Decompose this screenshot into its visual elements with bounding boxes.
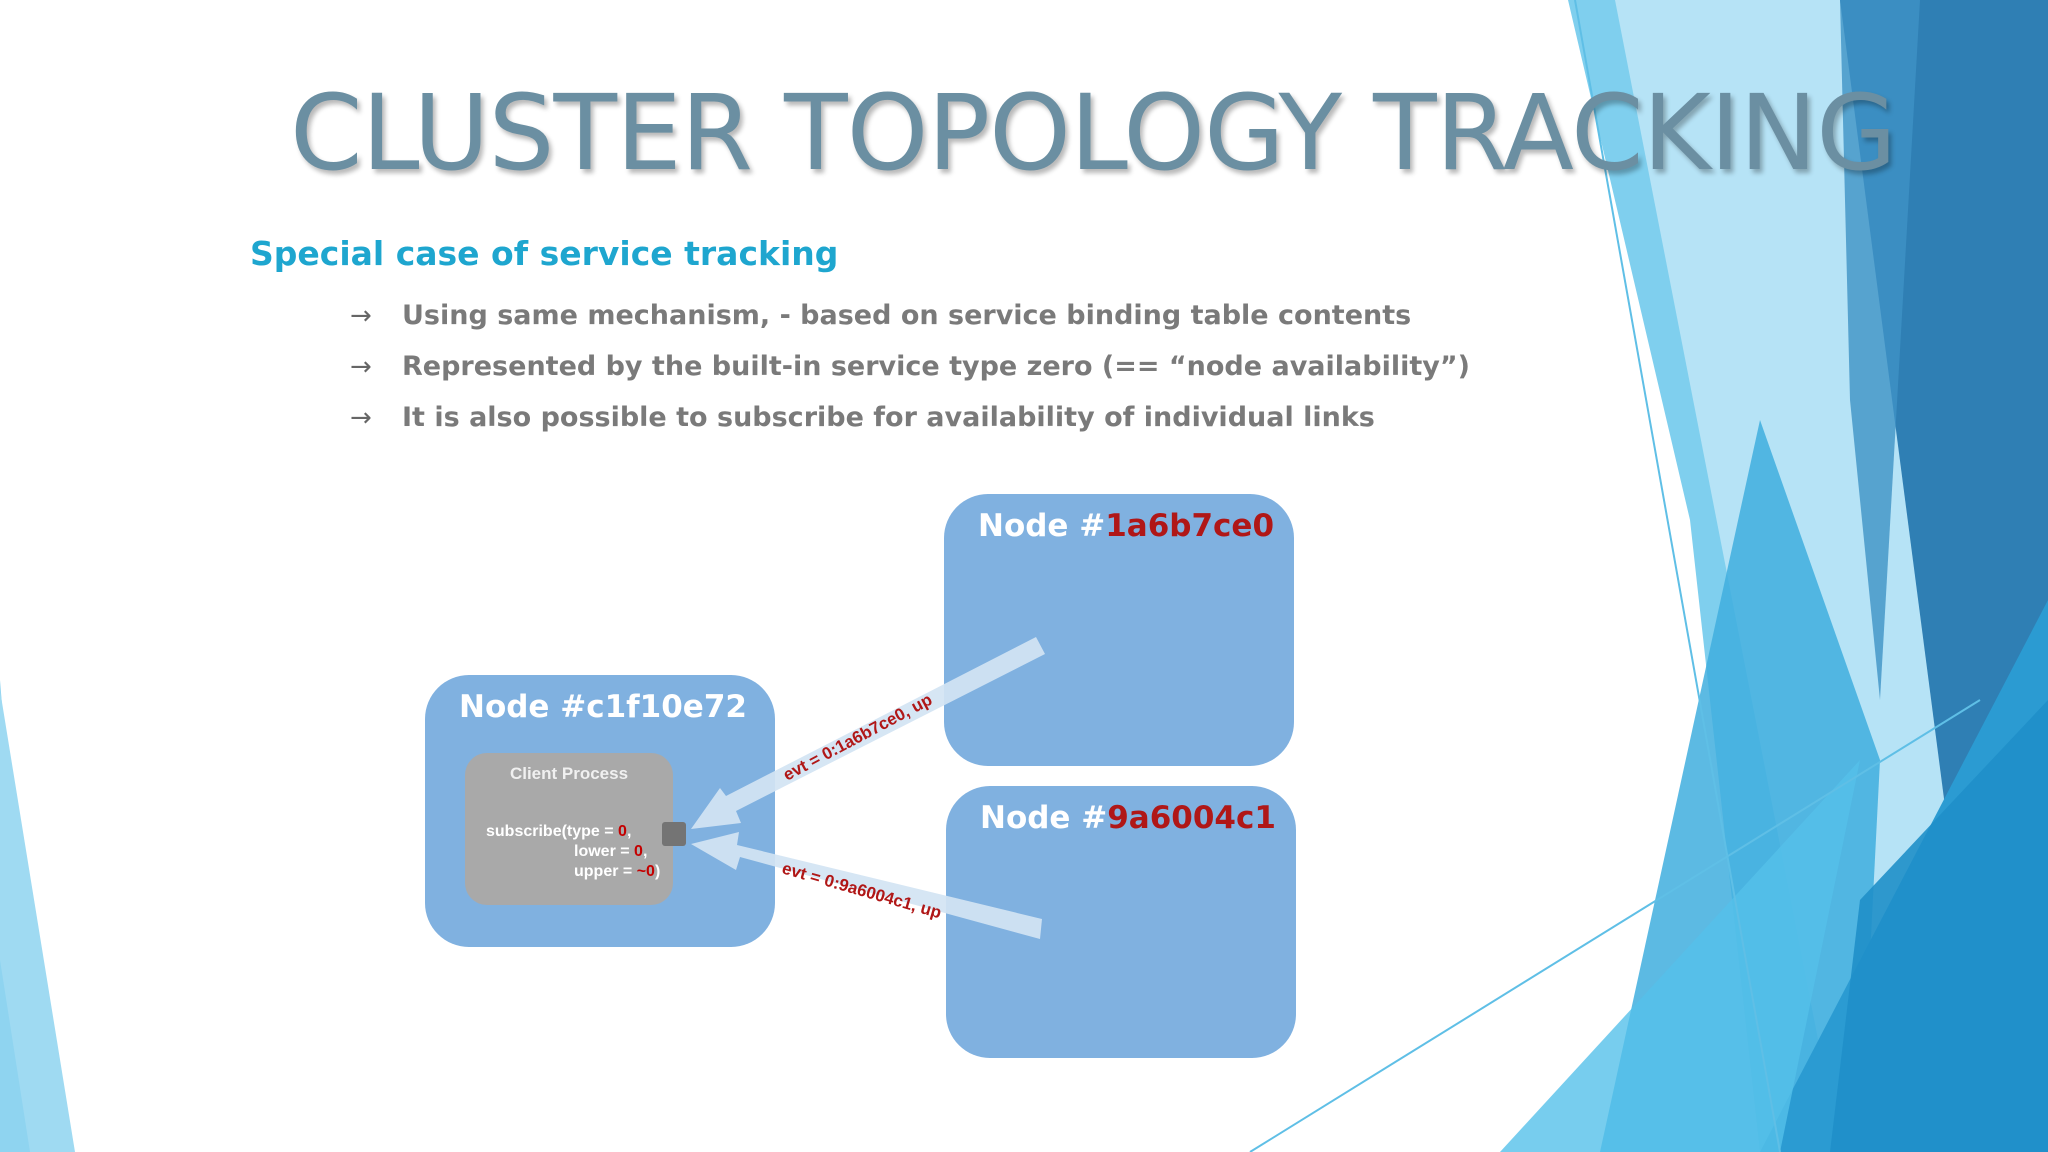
node-id: 1a6b7ce0 [1105,508,1275,544]
node-label-prefix: Node # [980,800,1108,836]
client-process: Client Process subscribe(type = 0, lower… [465,753,673,905]
node-label: Node #1a6b7ce0 [978,508,1274,544]
bullet-list: → Using same mechanism, - based on servi… [350,290,1470,443]
slide-subtitle: Special case of service tracking [250,234,839,273]
bullet-text: It is also possible to subscribe for ava… [402,402,1375,433]
code-value: 0 [618,823,627,840]
node-id: 9a6004c1 [1107,800,1276,836]
code-text: upper = [574,863,637,880]
bullet-text: Represented by the built-in service type… [402,351,1470,382]
code-text: lower = [574,843,635,860]
code-text: ) [654,863,661,880]
node-label: Node #9a6004c1 [980,800,1276,836]
code-text: , [642,843,648,860]
bullet-item: → Represented by the built-in service ty… [350,341,1470,392]
arrow-right-icon: → [350,351,372,382]
subscribe-line-lower: lower = 0, [574,843,647,861]
bullet-item: → Using same mechanism, - based on servi… [350,290,1470,341]
bullet-text: Using same mechanism, - based on service… [402,300,1412,331]
remote-node-9a6004c1: Node #9a6004c1 [946,786,1296,1058]
code-text: subscribe(type = [486,823,619,840]
node-label: Node #c1f10e72 [459,689,747,725]
arrow-right-icon: → [350,402,372,433]
node-label-prefix: Node # [978,508,1106,544]
code-text: , [626,823,632,840]
node-label-prefix: Node # [459,689,587,725]
slide-title: CLUSTER TOPOLOGY TRACKING [290,72,1897,194]
client-process-title: Client Process [509,764,629,783]
arrow-right-icon: → [350,300,372,331]
code-value: 0 [634,843,643,860]
subscribe-line-upper: upper = ~0) [574,863,660,881]
remote-node-1a6b7ce0: Node #1a6b7ce0 [944,494,1294,766]
bullet-item: → It is also possible to subscribe for a… [350,392,1470,443]
node-id: c1f10e72 [586,689,747,725]
code-value: ~0 [636,863,655,880]
subscribe-line-type: subscribe(type = 0, [486,823,631,841]
subscription-port [662,822,686,846]
